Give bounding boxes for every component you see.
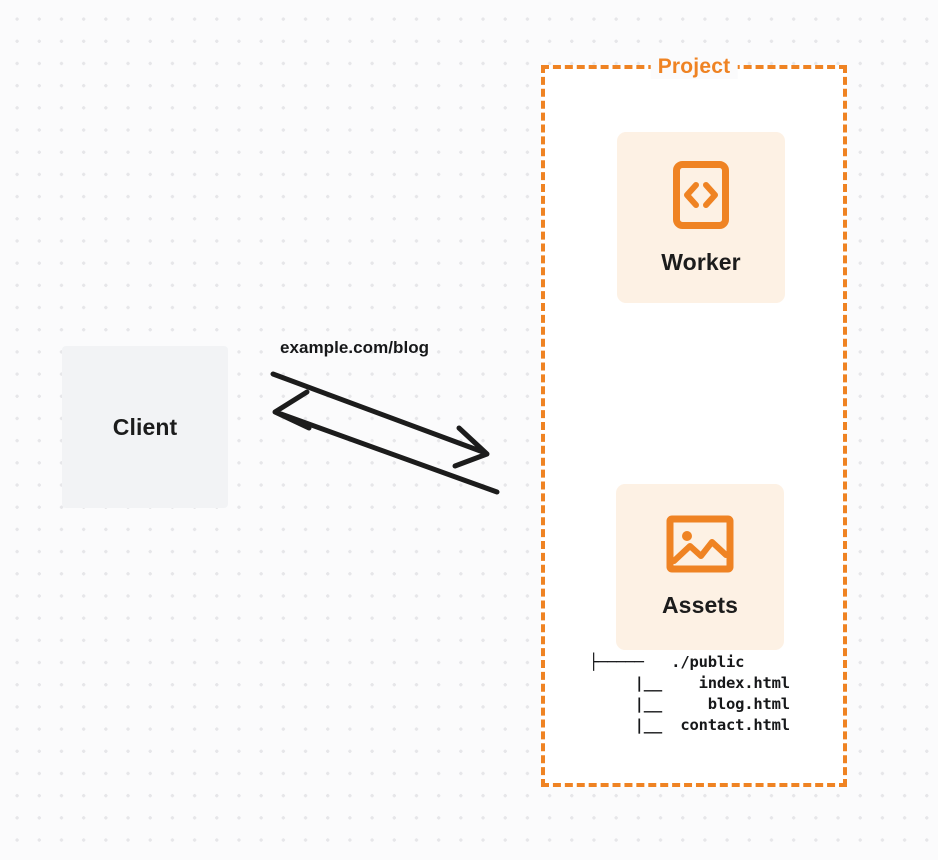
project-container: Project Worker Assets <box>541 55 847 787</box>
project-title: Project <box>650 55 738 79</box>
assets-label: Assets <box>661 592 739 618</box>
request-url-label: example.com/blog <box>280 338 430 357</box>
client-node[interactable]: Client <box>62 346 228 508</box>
assets-node[interactable]: Assets <box>616 484 784 650</box>
client-label: Client <box>112 413 178 440</box>
response-arrow-left <box>272 389 500 495</box>
asset-file-tree: ├───── ./public |__ index.html |__ blog.… <box>589 653 790 734</box>
request-response-arrows <box>270 371 500 495</box>
code-brackets-icon <box>672 160 730 235</box>
request-arrow-right <box>270 371 490 469</box>
worker-node[interactable]: Worker <box>617 132 785 303</box>
worker-label: Worker <box>661 248 741 275</box>
image-icon <box>666 515 734 578</box>
